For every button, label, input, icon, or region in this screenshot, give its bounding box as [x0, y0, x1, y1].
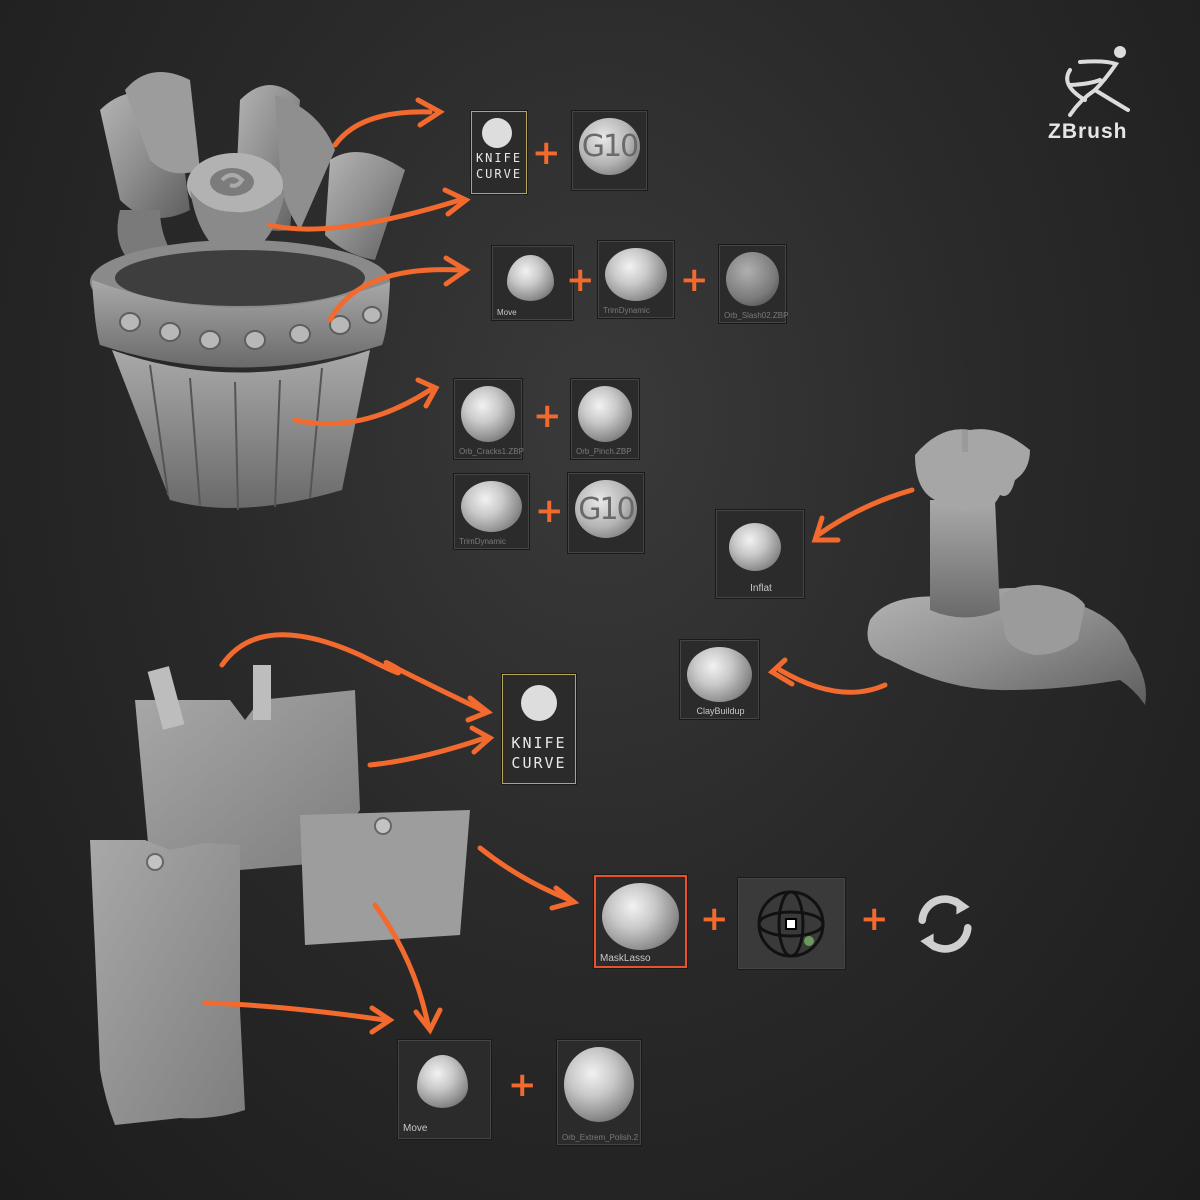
- inflat-label: Inflat: [750, 583, 772, 594]
- g10-glyph: G10: [579, 118, 640, 175]
- orb-pinch-icon: [578, 386, 632, 442]
- plus-sign: +: [532, 133, 561, 173]
- knife-curve-line2: CURVE: [475, 167, 523, 181]
- rotate-icon[interactable]: [907, 886, 983, 962]
- g10-brush-2[interactable]: G10: [568, 473, 644, 553]
- papers-model: [90, 665, 470, 1125]
- plus-sign: +: [566, 260, 595, 300]
- orb-slash-label: Orb_Slash02.ZBP: [724, 311, 789, 320]
- knife-icon: [482, 118, 512, 148]
- plus-sign: +: [860, 899, 889, 939]
- plus-sign: +: [508, 1065, 537, 1105]
- knife-curve-2-line1: KNIFE: [511, 734, 567, 752]
- orb-cracks-label: Orb_Cracks1.ZBP: [459, 447, 524, 456]
- mask-lasso-brush[interactable]: MaskLasso: [594, 875, 687, 968]
- knife-curve-brush-2[interactable]: KNIFE CURVE: [502, 674, 576, 784]
- orb-pinch-brush[interactable]: Orb_Pinch.ZBP: [571, 379, 639, 459]
- move-orb-icon: [417, 1055, 468, 1108]
- trim-dynamic-brush[interactable]: TrimDynamic: [598, 241, 674, 318]
- plus-sign: +: [533, 396, 562, 436]
- clay-buildup-orb-icon: [687, 647, 752, 702]
- plus-sign: +: [700, 899, 729, 939]
- trim-dynamic-label-2: TrimDynamic: [459, 537, 506, 546]
- orb-extrem-polish-brush[interactable]: Orb_Extrem_Polish.2: [557, 1040, 641, 1145]
- orb-pinch-label: Orb_Pinch.ZBP: [576, 447, 632, 456]
- move-label: Move: [497, 308, 517, 317]
- candle-model: [867, 429, 1146, 705]
- inflat-brush[interactable]: Inflat: [716, 510, 804, 598]
- knife-icon: [521, 685, 557, 721]
- flower-pot-model: [90, 72, 405, 511]
- orb-extrem-polish-label: Orb_Extrem_Polish.2: [562, 1133, 639, 1142]
- plus-sign: +: [680, 260, 709, 300]
- mask-lasso-orb-icon: [602, 883, 679, 950]
- logo-text: ZBrush: [1048, 120, 1128, 143]
- orb-slash-icon: [726, 252, 779, 306]
- plus-sign: +: [535, 491, 564, 531]
- move-label-2: Move: [403, 1123, 428, 1134]
- knife-curve-brush[interactable]: KNIFE CURVE: [471, 111, 527, 194]
- move-brush-2[interactable]: Move: [398, 1040, 491, 1139]
- g10-glyph-2: G10: [575, 480, 637, 538]
- arrows: [202, 97, 915, 1035]
- knife-curve-line1: KNIFE: [475, 151, 523, 165]
- clay-buildup-brush[interactable]: ClayBuildup: [680, 640, 759, 719]
- trim-dynamic-label: TrimDynamic: [603, 306, 650, 315]
- knife-curve-2-line2: CURVE: [511, 754, 567, 772]
- gizmo-icon: [757, 890, 825, 958]
- orb-slash-brush[interactable]: Orb_Slash02.ZBP: [719, 245, 789, 323]
- g10-brush[interactable]: G10: [572, 111, 647, 190]
- orb-cracks-icon: [461, 386, 515, 442]
- orb-cracks-brush[interactable]: Orb_Cracks1.ZBP: [454, 379, 524, 459]
- trim-dynamic-orb-icon: [461, 481, 522, 532]
- orb-extrem-polish-icon: [564, 1047, 634, 1122]
- mask-lasso-label: MaskLasso: [600, 953, 651, 964]
- clay-buildup-label: ClayBuildup: [696, 706, 745, 716]
- move-brush[interactable]: Move: [492, 246, 573, 320]
- gizmo-button[interactable]: [738, 878, 845, 969]
- zbrush-logo: ZBrush: [1040, 40, 1160, 150]
- inflat-orb-icon: [729, 523, 781, 571]
- trim-dynamic-brush-2[interactable]: TrimDynamic: [454, 474, 529, 549]
- zbrush-logo-icon: [1065, 46, 1130, 117]
- trim-dynamic-orb-icon: [605, 248, 667, 301]
- move-orb-icon: [507, 255, 554, 301]
